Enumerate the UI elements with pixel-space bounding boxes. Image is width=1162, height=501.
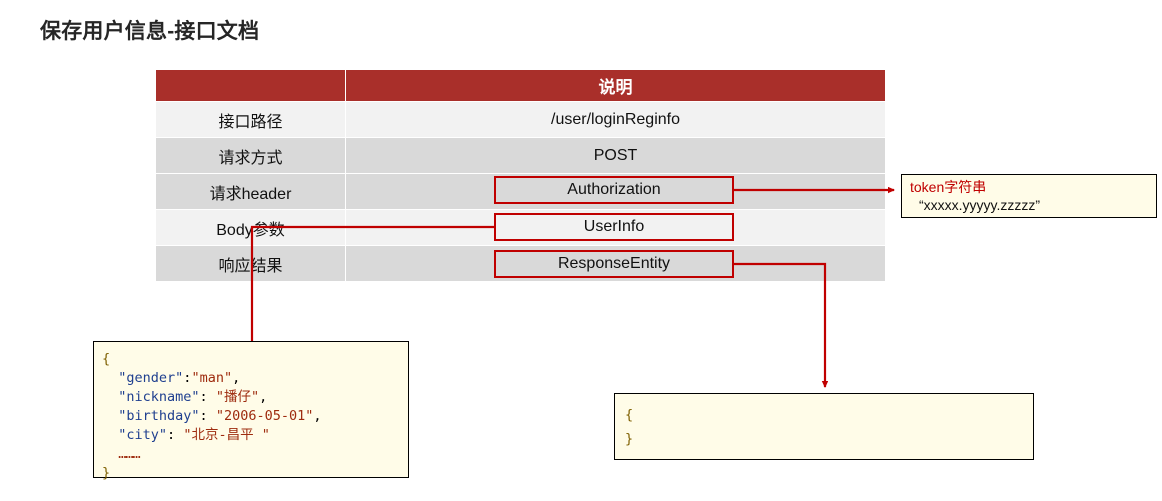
json-comma: , <box>259 389 268 405</box>
table-row: 接口路径 /user/loginReginfo <box>155 101 886 138</box>
json-key: "birthday" <box>118 408 200 424</box>
json-value: "2006-05-01" <box>215 408 314 424</box>
table-header-col2: 说明 <box>345 69 886 102</box>
table-header-col1 <box>155 69 346 102</box>
json-sep: : <box>183 370 192 386</box>
page-title: 保存用户信息-接口文档 <box>40 20 260 43</box>
json-key: "city" <box>118 427 168 443</box>
json-comma: , <box>313 408 322 424</box>
response-body-code: { } <box>625 403 1033 451</box>
callout-token-value: “xxxxx.yyyyy.zzzzz” <box>919 197 1041 213</box>
row-label-request-method: 请求方式 <box>155 137 346 174</box>
row-value-interface-path: /user/loginReginfo <box>345 101 886 138</box>
highlight-box-responseentity[interactable]: ResponseEntity <box>494 250 734 278</box>
row-label-body-param: Body参数 <box>155 209 346 246</box>
json-open-brace: { <box>102 351 111 367</box>
highlight-box-userinfo[interactable]: UserInfo <box>494 213 734 241</box>
json-ellipsis: ……… <box>118 446 140 462</box>
json-value: "man" <box>191 370 233 386</box>
row-value-request-method: POST <box>345 137 886 174</box>
json-comma: , <box>232 370 241 386</box>
request-body-code: { "gender":"man", "nickname": "播仔", "bir… <box>102 350 408 483</box>
json-close-brace: } <box>102 465 111 481</box>
connector-responseentity-to-response-body <box>734 262 829 388</box>
json-value: "播仔" <box>215 389 260 405</box>
highlight-box-authorization[interactable]: Authorization <box>494 176 734 204</box>
row-label-response-result: 响应结果 <box>155 245 346 282</box>
json-key: "gender" <box>118 370 184 386</box>
callout-token-title: token字符串 <box>910 179 987 195</box>
callout-response-body: { } <box>614 393 1034 460</box>
json-value: "北京-昌平 " <box>183 427 270 443</box>
json-sep: : <box>167 427 184 443</box>
json-sep: : <box>199 408 216 424</box>
callout-request-body: { "gender":"man", "nickname": "播仔", "bir… <box>93 341 409 481</box>
json-key: "nickname" <box>118 389 200 405</box>
json-sep: : <box>199 389 216 405</box>
json-open-brace: { <box>625 407 634 423</box>
row-label-request-header: 请求header <box>155 173 346 210</box>
table-row: 请求方式 POST <box>155 137 886 174</box>
row-label-interface-path: 接口路径 <box>155 101 346 138</box>
callout-token: token字符串 “xxxxx.yyyyy.zzzzz” <box>901 174 1157 218</box>
json-close-brace: } <box>625 431 634 447</box>
table-header-row: 说明 <box>155 69 886 102</box>
